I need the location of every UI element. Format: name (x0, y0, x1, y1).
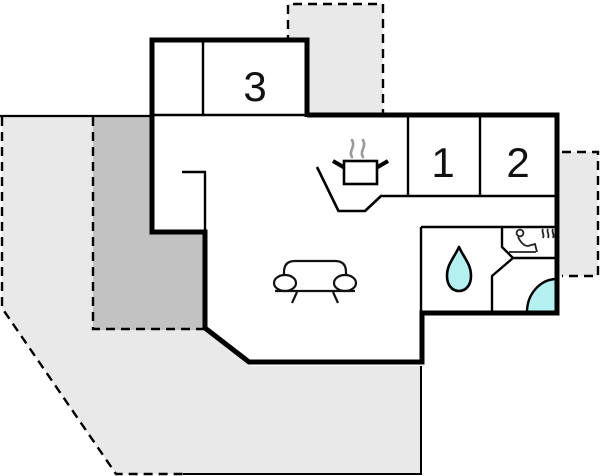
sofa-icon (272, 259, 358, 304)
room-3-label: 3 (243, 63, 266, 110)
stove-pot-icon (331, 138, 390, 186)
water-drop-icon (445, 245, 473, 293)
sauna-person-head (515, 228, 525, 238)
sauna-shower-divider-walls (490, 227, 557, 311)
room-1-label: 1 (431, 139, 454, 186)
pot-body (342, 159, 379, 186)
terrace-dark-dashed-border (91, 117, 204, 331)
terrace-left-dashed-border (0, 117, 183, 476)
main-floor (152, 115, 557, 362)
room-3-exterior-walls (149, 37, 310, 117)
sauna-person-icon (509, 228, 555, 253)
terrace-right-dashed-border (562, 150, 600, 278)
room-3-floor (152, 40, 307, 115)
sauna-person-body (517, 236, 538, 253)
rooms-1-2-walls (380, 115, 557, 198)
sauna-heat-waves (541, 228, 555, 239)
kitchen-counter-line (315, 166, 382, 213)
hallway-nook-wall (182, 170, 207, 232)
sofa-back (282, 259, 348, 291)
terrace-top-dashed-border (286, 2, 385, 115)
terrace-solid-edge (183, 366, 422, 475)
terrace-right (560, 152, 598, 276)
room-2-label: 2 (506, 139, 529, 186)
bathroom-walls (419, 225, 557, 311)
sofa-armrest-left (272, 273, 298, 293)
sofa-armrest-right (332, 273, 358, 293)
sofa-legs (290, 291, 340, 304)
steam-lines (349, 138, 366, 159)
main-exterior-walls (149, 112, 560, 365)
